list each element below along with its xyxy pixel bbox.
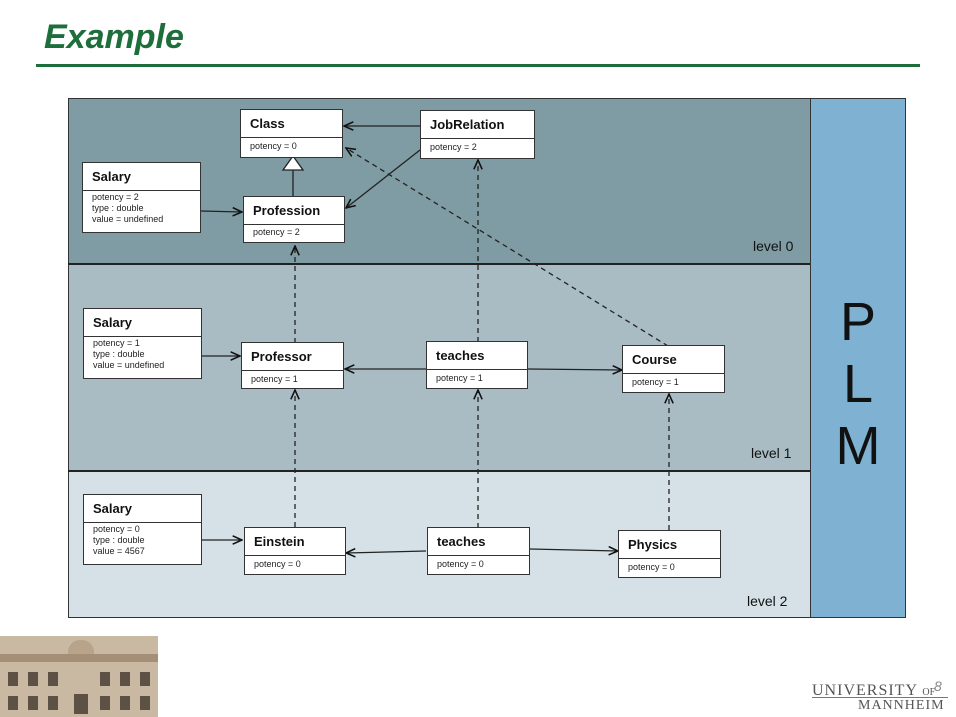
salary-level2-name: Salary	[93, 501, 133, 516]
teaches2-to-physics-arrow	[529, 549, 618, 551]
level-separator-0-1	[68, 263, 810, 265]
teaches-level2-attrs: potency = 0	[437, 559, 484, 569]
level-1-label: level 1	[751, 445, 792, 461]
logo-rule	[812, 697, 948, 698]
salary-level1-attrs: potency = 1 type : double value = undefi…	[93, 338, 165, 370]
physics-box-attrs: potency = 0	[628, 562, 675, 572]
inheritance-triangle	[281, 154, 305, 171]
salary-level1-name: Salary	[93, 315, 133, 330]
einstein-box-attrs: potency = 0	[254, 559, 301, 569]
class-box[interactable]: Class potency = 0	[240, 109, 343, 158]
plm-letter-p: P	[839, 292, 877, 352]
profession-box[interactable]: Profession potency = 2	[243, 196, 345, 243]
level-separator-1-2	[68, 470, 810, 472]
teaches-level1-name: teaches	[436, 348, 485, 363]
teaches1-to-course-arrow	[527, 369, 622, 370]
physics-box[interactable]: Physics potency = 0	[618, 530, 721, 578]
salary-level0-box[interactable]: Salary potency = 2 type : double value =…	[82, 162, 201, 233]
teaches-level1-attrs: potency = 1	[436, 373, 483, 383]
plm-letter-l: L	[842, 354, 874, 414]
salary-level2-attrs: potency = 0 type : double value = 4567	[93, 524, 145, 556]
class-box-attrs: potency = 0	[250, 141, 297, 151]
physics-box-name: Physics	[628, 537, 678, 552]
profession-box-name: Profession	[253, 203, 321, 218]
teaches2-to-einstein-arrow	[346, 551, 427, 553]
university-logo-line1: UNIVERSITY OF	[812, 682, 935, 700]
level-2-label: level 2	[747, 593, 788, 609]
logo-of: OF	[922, 687, 936, 698]
course-box[interactable]: Course potency = 1	[622, 345, 725, 393]
logo-university: UNIVERSITY	[812, 682, 918, 699]
jobrelation-box-name: JobRelation	[430, 117, 505, 132]
salary-level2-box[interactable]: Salary potency = 0 type : double value =…	[83, 494, 202, 565]
salary0-to-profession-arrow	[200, 211, 242, 212]
profession-box-attrs: potency = 2	[253, 227, 300, 237]
einstein-box[interactable]: Einstein potency = 0	[244, 527, 346, 575]
slide-title: Example	[44, 18, 184, 56]
einstein-box-name: Einstein	[254, 534, 305, 549]
teaches-level2-name: teaches	[437, 534, 486, 549]
professor-box-name: Professor	[251, 349, 312, 364]
jobrelation-box[interactable]: JobRelation potency = 2	[420, 110, 535, 159]
teaches-level2-box[interactable]: teaches potency = 0	[427, 527, 530, 575]
course-box-attrs: potency = 1	[632, 377, 679, 387]
level-0-label: level 0	[753, 238, 794, 254]
salary-level1-box[interactable]: Salary potency = 1 type : double value =…	[83, 308, 202, 379]
plm-column: P L M	[810, 98, 906, 618]
salary-level0-name: Salary	[92, 169, 132, 184]
palace-photo	[0, 636, 158, 717]
professor-box[interactable]: Professor potency = 1	[241, 342, 344, 389]
plm-letter-m: M	[835, 416, 881, 476]
jobrelation-box-attrs: potency = 2	[430, 142, 477, 152]
course-instanceof-class	[346, 148, 669, 347]
logo-mannheim: MANNHEIM	[858, 698, 945, 713]
page-number: 8	[934, 678, 942, 694]
title-underline	[36, 64, 920, 67]
class-box-name: Class	[250, 116, 285, 131]
teaches-level1-box[interactable]: teaches potency = 1	[426, 341, 528, 389]
course-box-name: Course	[632, 352, 677, 367]
jobrelation-to-profession-arrow	[346, 149, 421, 208]
professor-box-attrs: potency = 1	[251, 374, 298, 384]
salary-level0-attrs: potency = 2 type : double value = undefi…	[92, 192, 164, 224]
